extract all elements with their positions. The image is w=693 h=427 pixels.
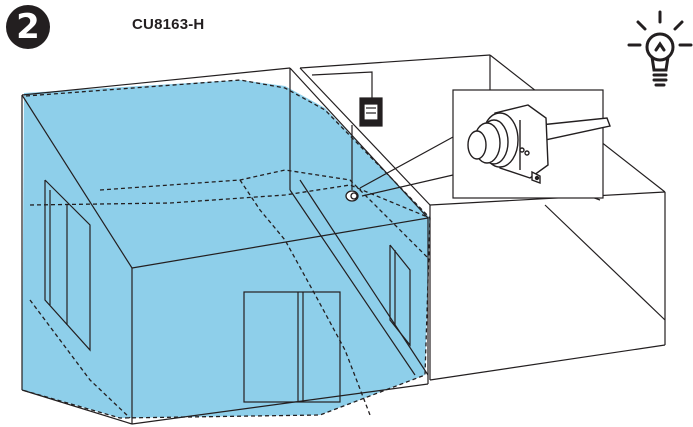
callout-pointer: [359, 136, 454, 197]
front-door: [243, 291, 341, 403]
side-door: [44, 179, 91, 352]
coverage-area: [22, 80, 430, 418]
lightbulb-icon: [627, 10, 693, 87]
model-label: CU8163-H: [132, 16, 205, 33]
wall-switch-icon: [311, 71, 383, 190]
ceiling-sensor-icon: [345, 190, 359, 202]
left-room: [21, 67, 431, 425]
partition-window: [389, 244, 411, 347]
step-number-badge: 2: [6, 5, 50, 49]
sensor-detail-callout: [452, 89, 611, 199]
